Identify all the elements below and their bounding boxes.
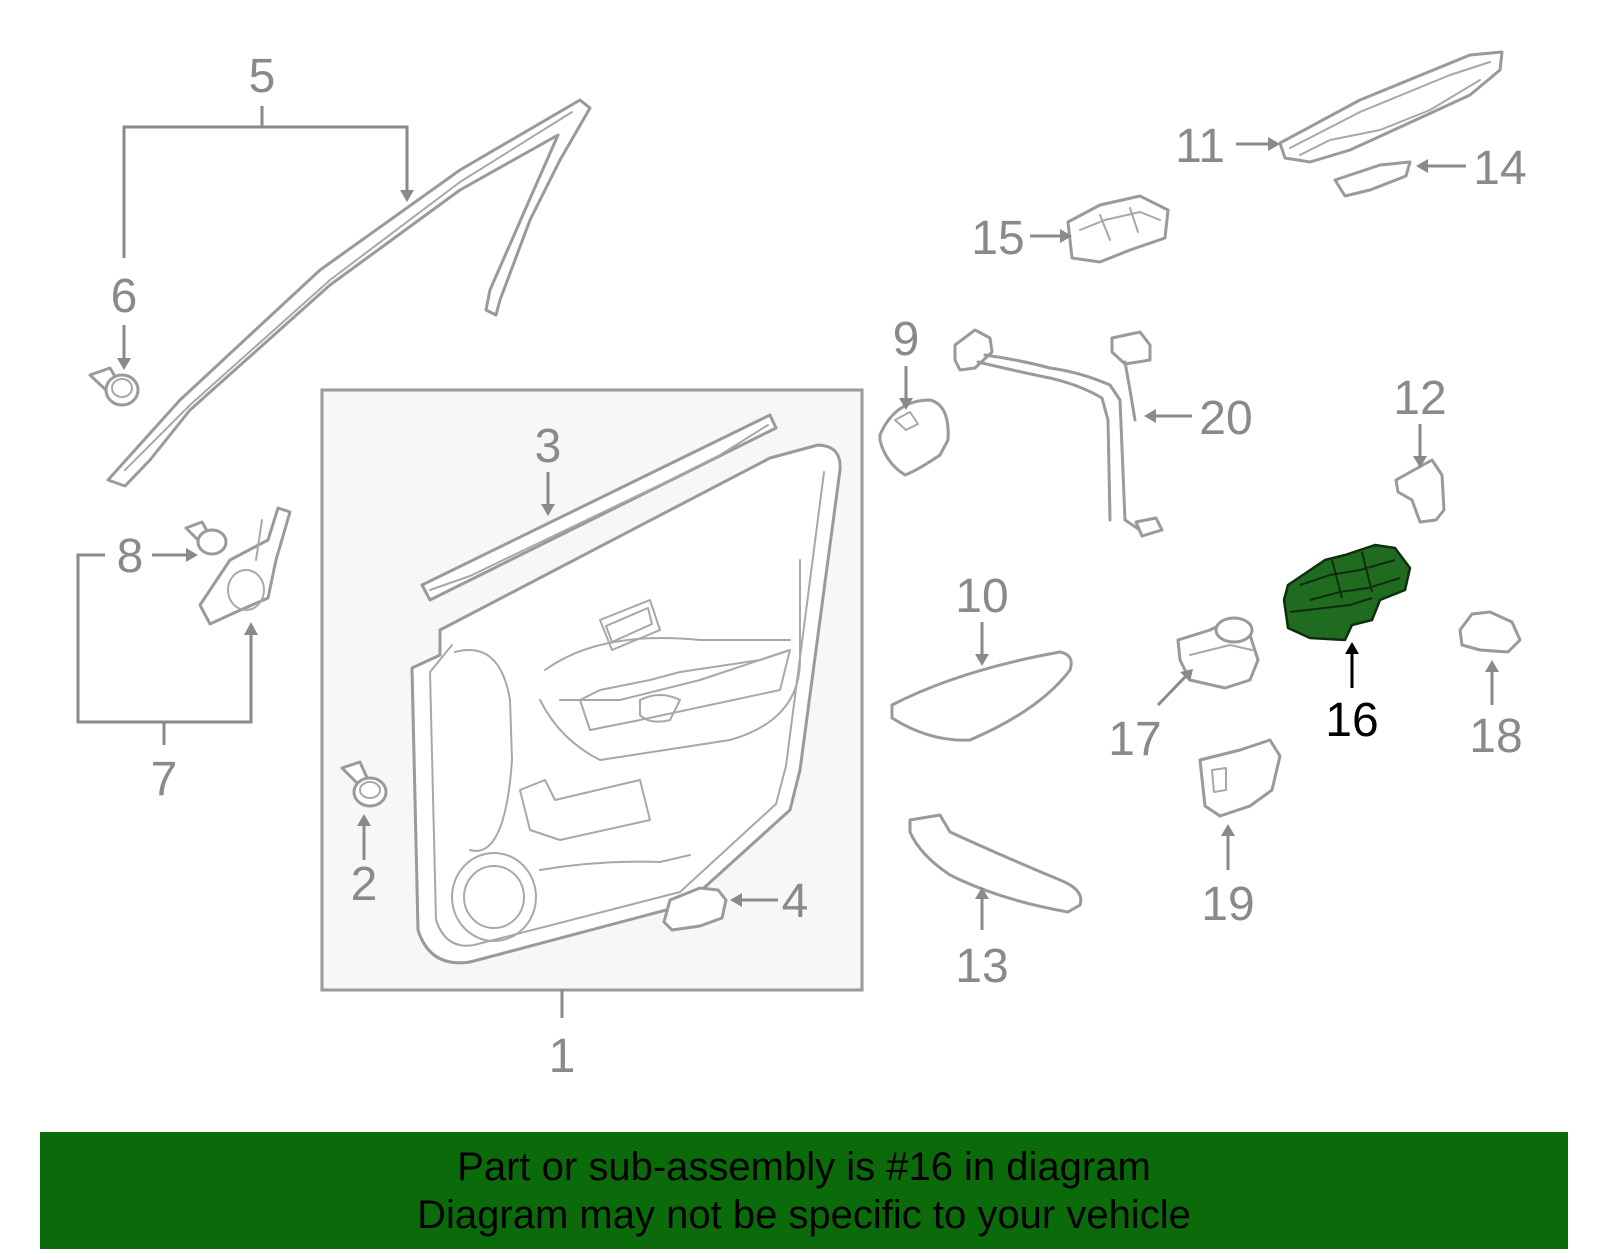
- callout-10: 10: [955, 570, 1008, 623]
- part-19-bracket[interactable]: [1198, 738, 1282, 818]
- leader-5-bracket: [122, 125, 409, 258]
- callout-20: 20: [1199, 392, 1252, 445]
- callout-15: 15: [971, 212, 1024, 265]
- arrowhead-12: [1413, 456, 1427, 468]
- part-17-mirror-switch[interactable]: [1176, 616, 1260, 690]
- arrowhead-13: [975, 887, 989, 899]
- leader-7-bracket: [76, 553, 253, 724]
- callout-13: 13: [955, 940, 1008, 993]
- callout-8: 8: [117, 530, 144, 583]
- part-13-pull-handle[interactable]: [908, 813, 1083, 914]
- part-5-sash-molding[interactable]: [106, 98, 592, 488]
- arrowhead-10: [975, 654, 989, 666]
- banner-line-1: Part or sub-assembly is #16 in diagram: [457, 1144, 1151, 1189]
- arrowhead-9: [899, 398, 913, 410]
- arrowhead-2: [357, 814, 371, 826]
- callout-4: 4: [782, 875, 809, 928]
- arrowhead-5: [400, 190, 414, 202]
- banner-line-2: Diagram may not be specific to your vehi…: [417, 1192, 1191, 1237]
- callout-6: 6: [111, 270, 138, 323]
- part-10-armrest[interactable]: [890, 650, 1073, 742]
- arrowhead-19: [1221, 824, 1235, 836]
- part-2-clip[interactable]: [340, 760, 388, 808]
- part-18-cover[interactable]: [1458, 610, 1522, 654]
- callout-19: 19: [1201, 878, 1254, 931]
- arrowhead-4: [730, 893, 742, 907]
- callout-1: 1: [549, 1030, 576, 1083]
- part-12-bracket[interactable]: [1394, 458, 1446, 524]
- arrowhead-3: [541, 504, 555, 516]
- arrowhead-14: [1416, 159, 1428, 173]
- part-7-corner-garnish[interactable]: [198, 506, 292, 626]
- callout-14: 14: [1473, 142, 1526, 195]
- arrowhead-17: [1180, 669, 1193, 682]
- callout-9: 9: [893, 313, 920, 366]
- part-11-switch-panel[interactable]: [1278, 50, 1504, 164]
- part-14-bezel[interactable]: [1333, 160, 1412, 198]
- arrowhead-6: [117, 358, 131, 370]
- part-9-cap[interactable]: [878, 398, 950, 477]
- arrowhead-7: [244, 622, 258, 635]
- part-15-switch[interactable]: [1066, 194, 1170, 264]
- leader-17: [1156, 674, 1188, 707]
- callout-11: 11: [1175, 120, 1225, 173]
- callout-17: 17: [1108, 713, 1161, 766]
- part-20-wire-harness[interactable]: [953, 328, 1164, 538]
- callout-16: 16: [1325, 694, 1378, 747]
- arrowhead-8: [186, 548, 198, 562]
- arrowhead-11: [1268, 137, 1280, 151]
- arrowhead-20: [1144, 409, 1156, 423]
- part-1-door-trim-panel[interactable]: [410, 443, 842, 965]
- callout-7: 7: [151, 753, 178, 806]
- callout-2: 2: [351, 858, 378, 911]
- part-info-banner: Part or sub-assembly is #16 in diagram D…: [40, 1132, 1568, 1249]
- part-4-bracket[interactable]: [662, 886, 728, 932]
- arrowhead-15: [1060, 229, 1072, 243]
- part-6-clip[interactable]: [88, 366, 140, 407]
- part-16-master-window-switch[interactable]: [1282, 543, 1412, 642]
- arrowhead-18: [1485, 660, 1499, 672]
- callout-12: 12: [1393, 372, 1446, 425]
- callout-3: 3: [535, 420, 562, 473]
- callout-18: 18: [1469, 710, 1522, 763]
- part-8-clip[interactable]: [184, 520, 228, 556]
- arrowhead-16: [1345, 642, 1359, 654]
- callout-5: 5: [249, 50, 276, 103]
- part-3-window-sweep[interactable]: [420, 413, 778, 602]
